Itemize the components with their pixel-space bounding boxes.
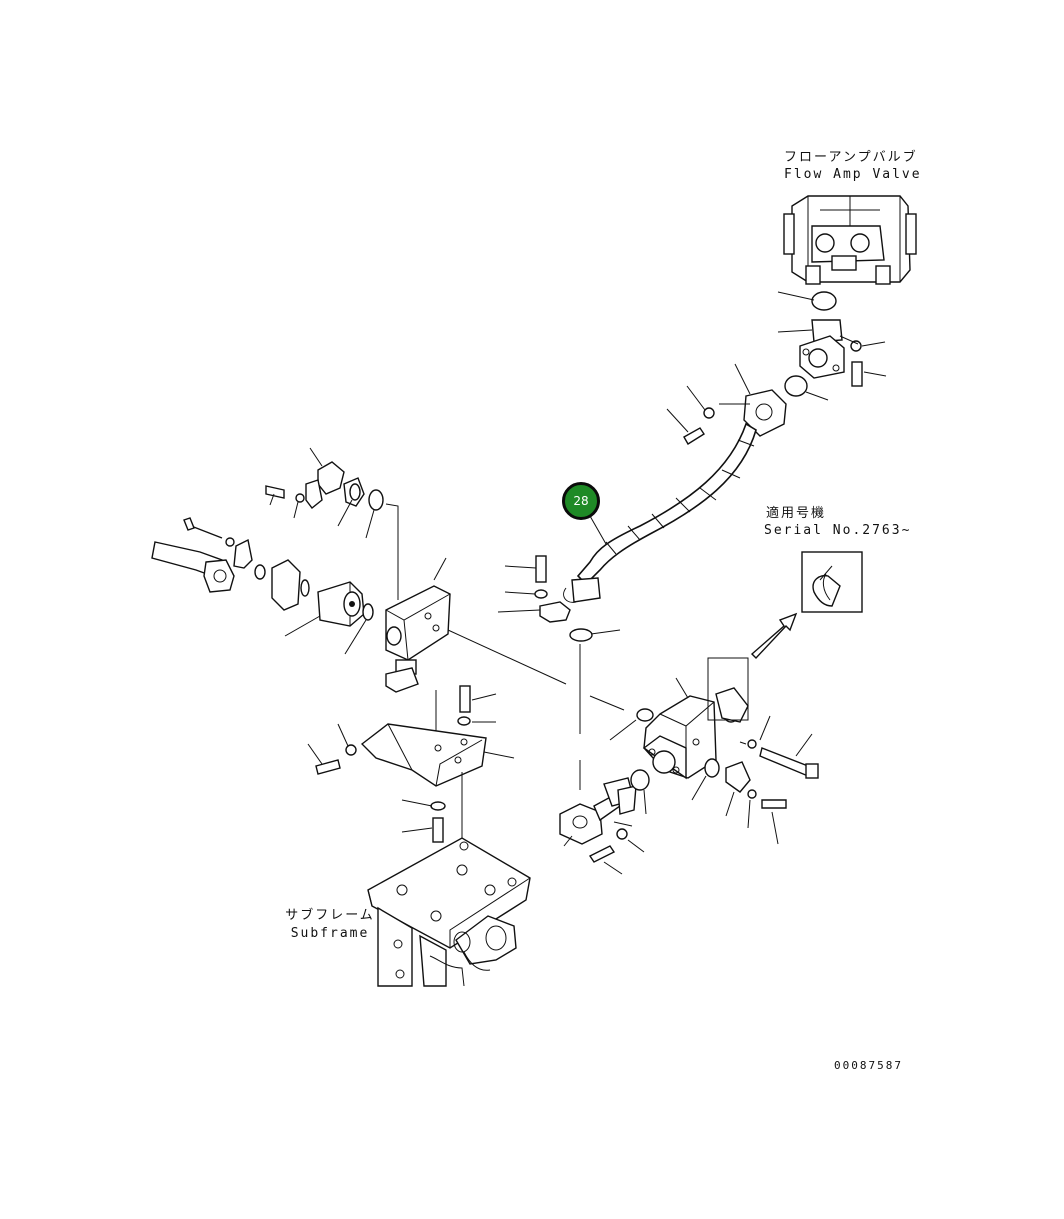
flow-amp-valve [783, 195, 917, 285]
callout-badge-28[interactable]: 28 [562, 482, 600, 520]
flange-block [799, 319, 845, 379]
hose-upper-flange [743, 389, 787, 437]
subframe-label-en: Subframe [290, 926, 370, 941]
gear-pump [317, 581, 365, 627]
bolt [588, 845, 616, 863]
drawing-number: 00087587 [834, 1059, 903, 1072]
bolt [851, 361, 863, 387]
serial-label-en: Serial No.2763~ [764, 523, 912, 538]
detail-arrow [750, 612, 798, 660]
bolt [315, 759, 341, 775]
flange [385, 667, 419, 693]
bolt [459, 685, 471, 713]
subframe-label-jp: サブフレーム [285, 908, 375, 923]
bolt [265, 485, 285, 499]
hose-assembly [563, 422, 757, 603]
steering-valve-unit [642, 687, 749, 780]
bolt [761, 799, 787, 809]
bolt [683, 427, 705, 445]
cover-plate [725, 761, 751, 793]
lower-flange-elbow [559, 777, 637, 845]
o-ring [811, 291, 837, 311]
left-hose-end [151, 541, 235, 593]
subframe [367, 837, 531, 987]
long-bolt [759, 747, 809, 778]
split-flange [539, 601, 571, 623]
flow-amp-valve-label-jp: フローアンプバルブ [784, 150, 918, 165]
mounting-bracket [360, 723, 487, 787]
bolt [432, 817, 444, 843]
square-flange [271, 559, 301, 611]
flow-amp-valve-label-en: Flow Amp Valve [784, 167, 922, 182]
valve-block [385, 585, 451, 675]
serial-label-jp: 適用号機 [766, 506, 827, 521]
detail-frame-ref [707, 657, 749, 721]
bolt [535, 555, 547, 583]
